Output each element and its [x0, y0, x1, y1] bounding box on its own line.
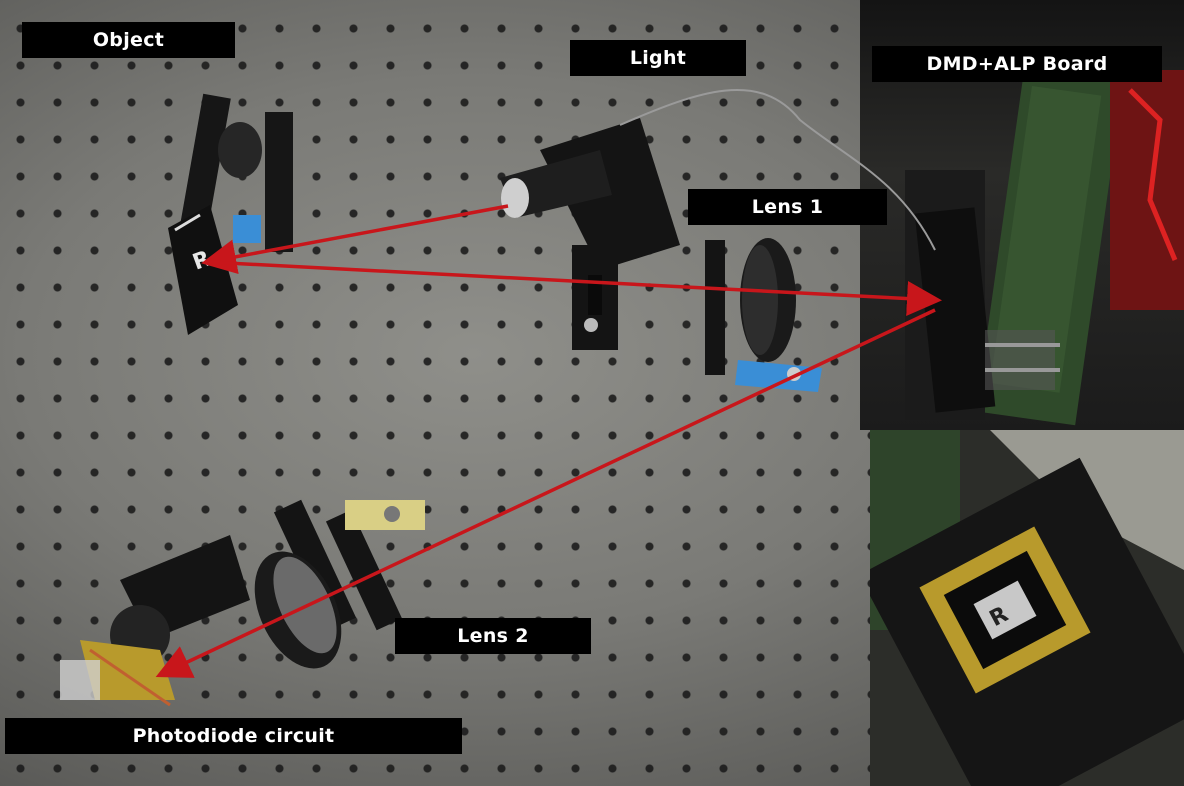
object-mount: R	[168, 93, 293, 335]
label-lens-2: Lens 2	[395, 618, 591, 654]
label-light: Light	[570, 40, 746, 76]
label-object: Object	[22, 22, 235, 58]
lens-1-mount	[705, 238, 822, 392]
beam-light-to-object	[201, 204, 509, 275]
lens-2-mount	[254, 499, 425, 669]
dmd-closeup-inset: R	[870, 430, 1184, 786]
label-dmd-alp-board: DMD+ALP Board	[872, 46, 1162, 82]
beam-object-to-dmd	[207, 260, 942, 317]
beam-dmd-to-photodiode	[155, 308, 936, 678]
light-source	[500, 89, 936, 350]
dmd-alp-board	[905, 64, 1184, 426]
label-lens-1: Lens 1	[688, 189, 887, 225]
beam-paths	[155, 204, 942, 678]
photodiode-mount	[60, 535, 250, 707]
label-photodiode-circuit: Photodiode circuit	[5, 718, 462, 754]
